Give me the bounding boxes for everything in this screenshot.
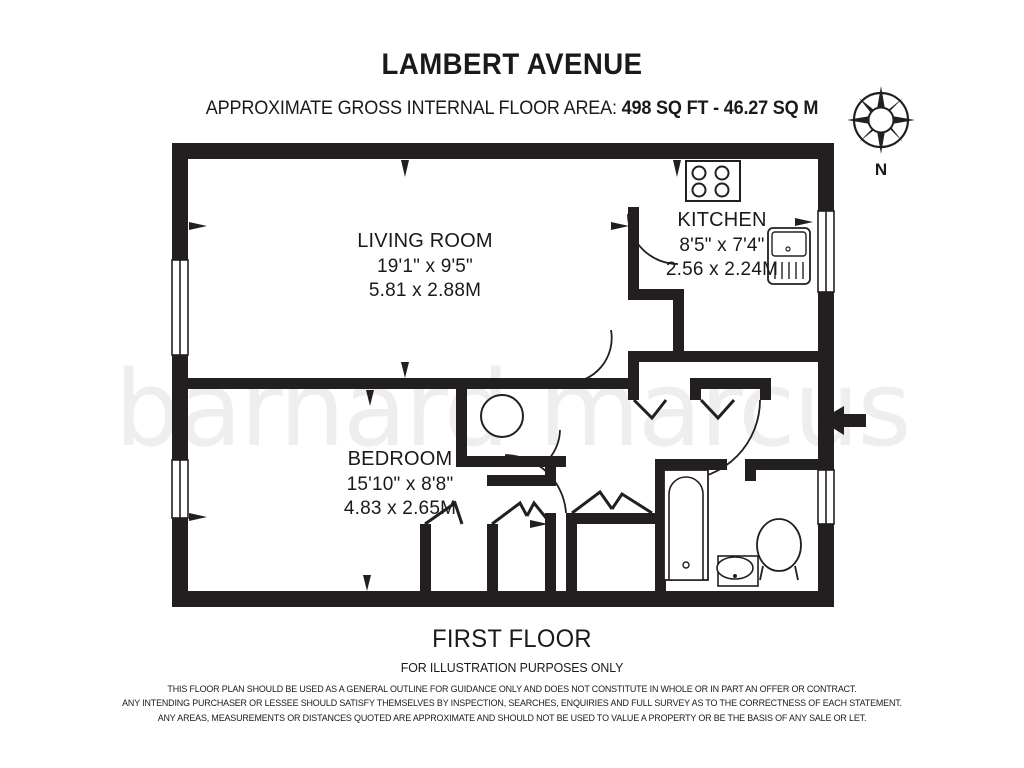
- bath-icon: [663, 469, 709, 581]
- dimension-arrows: [189, 160, 813, 591]
- disclaimer-line-1: THIS FLOOR PLAN SHOULD BE USED AS A GENE…: [167, 684, 857, 694]
- cylinder-icon: [480, 394, 524, 438]
- illustration-note: FOR ILLUSTRATION PURPOSES ONLY: [400, 660, 624, 675]
- windows: [171, 210, 835, 525]
- hall-door-symbol-a: [632, 398, 736, 421]
- toilet-icon: [756, 518, 802, 581]
- disclaimer-block: THIS FLOOR PLAN SHOULD BE USED AS A GENE…: [15, 682, 1008, 725]
- compass-north-label: N: [874, 160, 888, 179]
- compass-rose-icon: N: [845, 84, 917, 184]
- hob-icon: [685, 160, 741, 202]
- disclaimer-line-2: ANY INTENDING PURCHASER OR LESSEE SHOULD…: [122, 698, 902, 709]
- cupboard-door-symbols: [424, 500, 553, 526]
- entrance-arrow-icon: [820, 406, 866, 435]
- floor-name-label: FIRST FLOOR: [432, 625, 592, 653]
- exterior-walls: [172, 143, 834, 607]
- bedroom-door-symbol: [571, 489, 653, 515]
- basin-icon: [716, 555, 759, 587]
- sink-icon: [767, 227, 811, 285]
- interior-walls: [188, 207, 818, 591]
- disclaimer-line-3: ANY AREAS, MEASUREMENTS OR DISTANCES QUO…: [157, 712, 867, 723]
